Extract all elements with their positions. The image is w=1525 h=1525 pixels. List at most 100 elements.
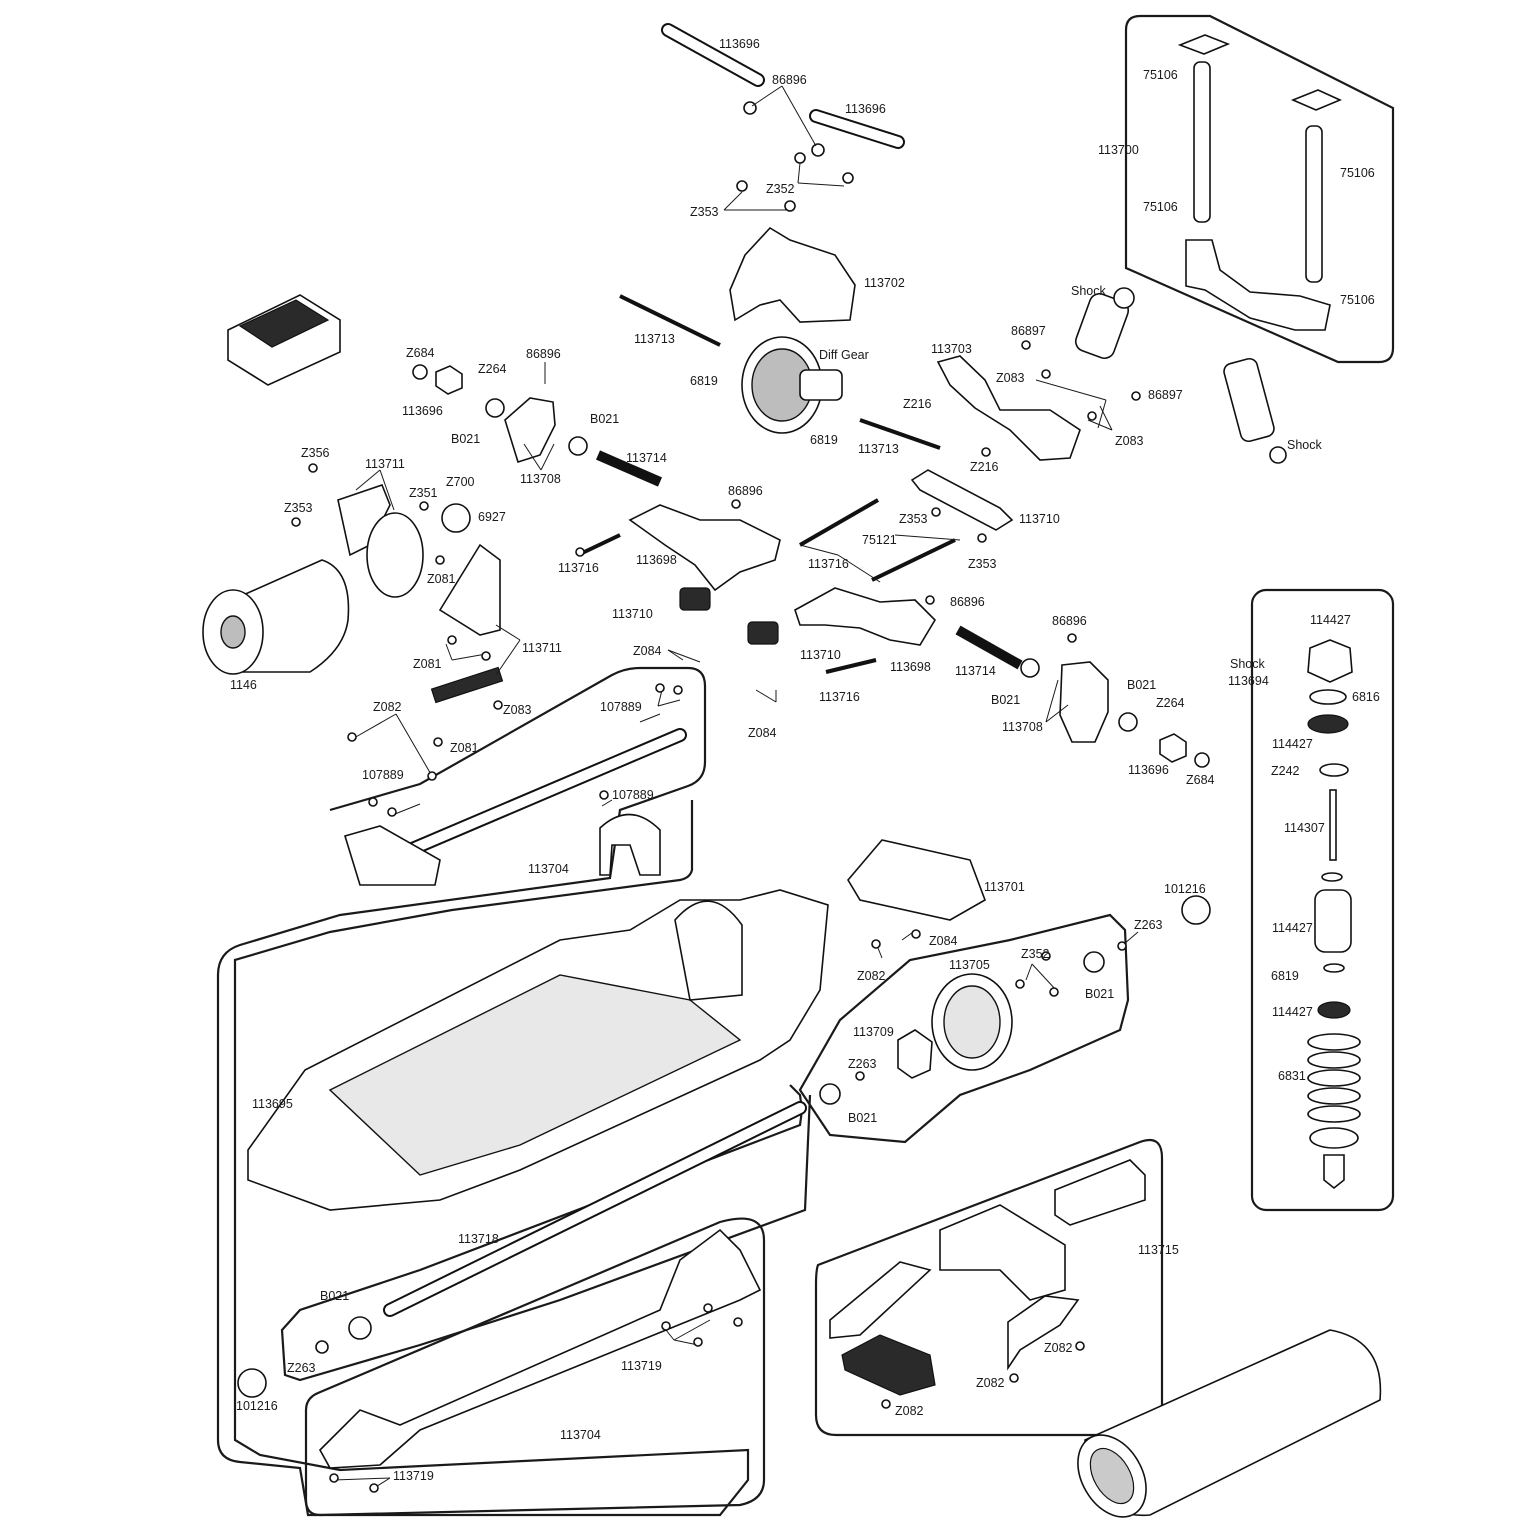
label: B021 — [590, 412, 619, 426]
hinge-pin-113716 — [799, 498, 879, 547]
arm-mount-113710 — [747, 621, 779, 645]
front-bulkhead-113701 — [847, 839, 986, 921]
label: 107889 — [612, 788, 654, 802]
label: 113705 — [949, 958, 990, 972]
label: 86896 — [728, 484, 763, 498]
label: 114307 — [1284, 821, 1325, 835]
label: Z263 — [1134, 918, 1163, 932]
label: 113702 — [864, 276, 905, 290]
label: 113713 — [858, 442, 899, 456]
part-labels: 113696 86896 113696 Z352 Z353 113702 113… — [230, 37, 1380, 1483]
spur-gear-113705 — [931, 973, 1013, 1071]
label: 113715 — [1138, 1243, 1179, 1257]
label: Z084 — [929, 934, 958, 948]
battery-pack — [1077, 1329, 1382, 1518]
pinion-101216 — [1181, 895, 1211, 925]
label: 6831 — [1278, 1069, 1306, 1083]
label: 1146 — [230, 678, 257, 692]
chassis-floor — [328, 974, 742, 1176]
leader-lines — [333, 85, 1139, 1489]
nut-icon — [412, 364, 428, 380]
battery-brace — [829, 1261, 932, 1339]
label: 113703 — [931, 342, 972, 356]
label: Z264 — [478, 362, 507, 376]
axle-113713-left — [619, 294, 721, 347]
label: 86896 — [526, 347, 561, 361]
shock-shaft-113700-right — [1305, 125, 1323, 283]
lower-chassis-group-outline — [304, 1217, 766, 1517]
label: Z356 — [301, 446, 330, 460]
label: 6819 — [810, 433, 838, 447]
knuckle-113708-right — [1059, 661, 1109, 743]
label: Shock — [1071, 284, 1106, 298]
gearbox-housing-113702 — [729, 226, 856, 323]
label: B021 — [1085, 987, 1114, 1001]
screw-icon — [794, 152, 806, 164]
cvd-113714-left — [596, 450, 662, 487]
label: 113694 — [1228, 674, 1269, 688]
gear-cover — [674, 900, 743, 1001]
shock-cap-icon — [1177, 34, 1231, 55]
label: Z264 — [1156, 696, 1185, 710]
label: Diff Gear — [819, 348, 869, 362]
label: 113698 — [890, 660, 931, 674]
label: Z082 — [895, 1404, 924, 1418]
label: Z082 — [976, 1376, 1005, 1390]
label: 113714 — [955, 664, 996, 678]
label: 6819 — [1271, 969, 1299, 983]
brace-mount — [343, 825, 441, 886]
hex-hub-icon — [435, 365, 463, 395]
label: 86896 — [772, 73, 807, 87]
label: Shock — [1287, 438, 1322, 452]
battery-strap-plate — [1054, 1159, 1146, 1226]
label: 101216 — [1164, 882, 1206, 896]
label: 113696 — [719, 37, 760, 51]
label: Z263 — [848, 1057, 877, 1071]
label: 101216 — [236, 1399, 278, 1413]
pinion-101216 — [237, 1368, 267, 1398]
label: 113710 — [1019, 512, 1060, 526]
label: 113704 — [560, 1428, 601, 1442]
label: 113719 — [621, 1359, 662, 1373]
label: 113696 — [402, 404, 443, 418]
shock-shaft-113700-left — [1193, 61, 1211, 223]
label: B021 — [320, 1289, 349, 1303]
label: 75106 — [1143, 68, 1178, 82]
pinion-6927 — [441, 503, 471, 533]
slipper-113709 — [897, 1029, 933, 1079]
chassis-brace-113704 — [405, 730, 685, 855]
label: 75106 — [1143, 200, 1178, 214]
battery-holder-113715 — [939, 1204, 1066, 1301]
label: Z352 — [766, 182, 795, 196]
motor-plate — [366, 512, 424, 598]
hinge-pin-113716 — [871, 538, 956, 582]
motor-1146 — [202, 559, 350, 675]
pin-113696-right — [809, 109, 905, 149]
hinge-pin-113716 — [825, 658, 877, 674]
arm-mount-113710 — [679, 587, 711, 611]
label: Shock — [1230, 657, 1265, 671]
label: 113710 — [800, 648, 841, 662]
label: 6819 — [690, 374, 718, 388]
screw-icon — [784, 200, 796, 212]
shock-kit-parts — [1307, 639, 1361, 1190]
label: 86896 — [1052, 614, 1087, 628]
label: B021 — [848, 1111, 877, 1125]
label: Z216 — [903, 397, 932, 411]
shock-tower-group-outline — [1124, 14, 1395, 364]
label: 113713 — [634, 332, 675, 346]
label: 75106 — [1340, 166, 1375, 180]
label: 107889 — [600, 700, 642, 714]
label: Z353 — [968, 557, 997, 571]
label: 86896 — [950, 595, 985, 609]
a-arm-113698-front — [628, 504, 781, 592]
label: Z082 — [857, 969, 886, 983]
label: 113716 — [819, 690, 860, 704]
label: 113696 — [1128, 763, 1169, 777]
battery-tab — [841, 1334, 936, 1396]
label: Z353 — [284, 501, 313, 515]
bearing-icon — [568, 436, 588, 456]
motor-mount-lower-113711 — [438, 543, 501, 636]
label: Z084 — [748, 726, 777, 740]
label: 107889 — [362, 768, 404, 782]
